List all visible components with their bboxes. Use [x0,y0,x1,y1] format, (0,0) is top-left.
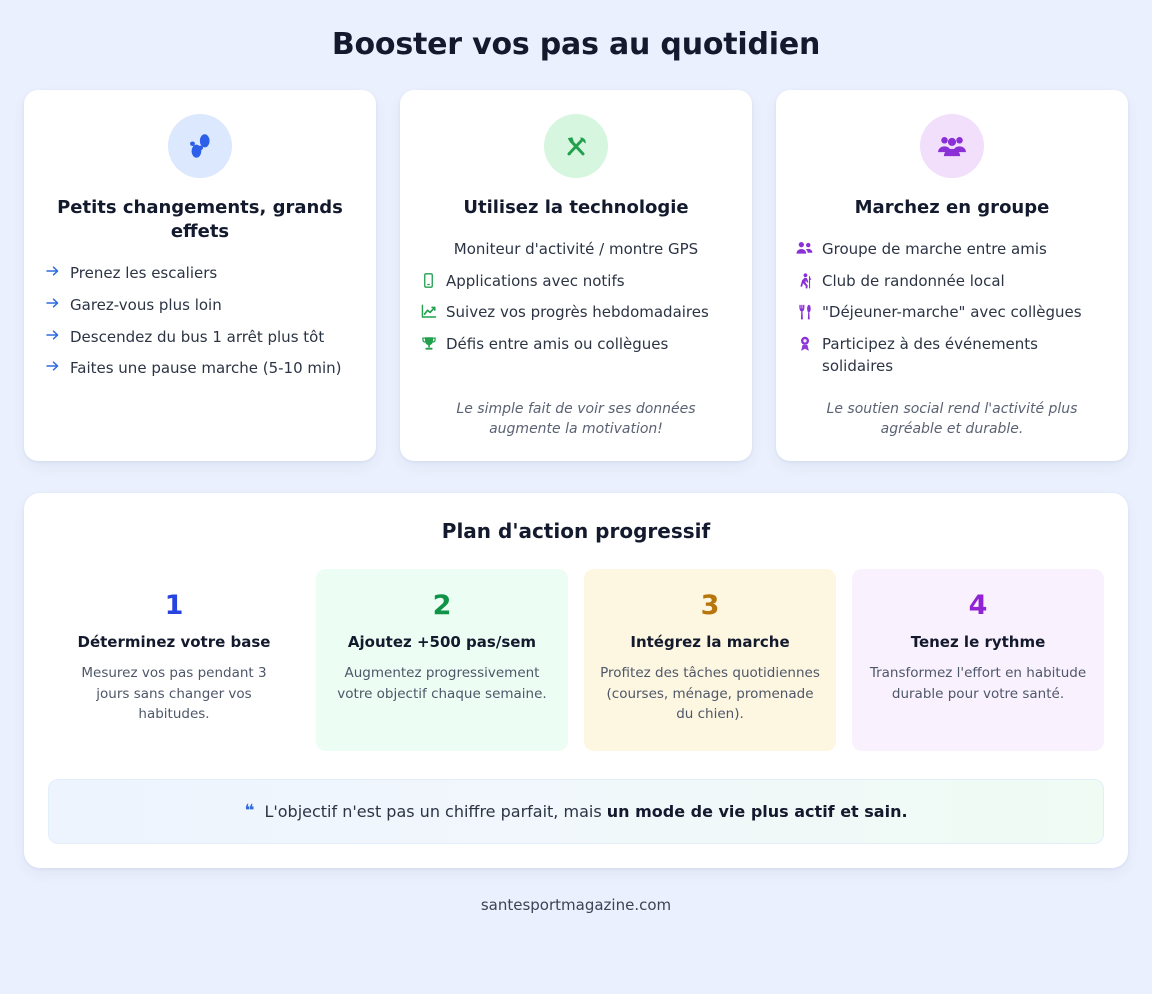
list-item-label: Applications avec notifs [446,271,625,290]
list-item: Moniteur d'activité / montre GPS [420,234,732,266]
step-number: 1 [164,590,184,622]
arrow-right-icon [44,327,61,341]
list-item: Prenez les escaliers [44,258,356,290]
list-item-label: Prenez les escaliers [70,264,218,283]
arrow-right-icon [44,263,61,277]
tip-card-technology: Utilisez la technologie Moniteur d'activ… [400,89,752,462]
two-people-icon [796,239,813,255]
list-item: Applications avec notifs [420,266,732,298]
step-number: 2 [432,590,452,622]
list-item-label: "Déjeuner-marche" avec collègues [822,303,1082,322]
list-item-label: Club de randonnée local [822,271,1005,290]
list-item: Participez à des événements solidaires [796,329,1108,383]
step-description: Mesurez vos pas pendant 3 jours sans cha… [81,665,267,723]
quote-banner: ❝ L'objectif n'est pas un chiffre parfai… [48,778,1104,844]
plan-step-4: 4 Tenez le rythme Transformez l'effort e… [852,569,1104,751]
plan-title: Plan d'action progressif [441,519,711,544]
list-item-label: Moniteur d'activité / montre GPS [453,239,699,258]
mobile-phone-icon [420,271,437,288]
list-item: Défis entre amis ou collègues [420,329,732,361]
list-item-label: Faites une pause marche (5-10 min) [70,359,342,378]
list-item-label: Descendez du bus 1 arrêt plus tôt [70,327,325,346]
step-number: 3 [700,590,720,622]
step-description: Transformez l'effort en habitude durable… [869,665,1087,702]
page-title: Booster vos pas au quotidien [331,27,821,62]
plan-step-3: 3 Intégrez la marche Profitez des tâches… [584,569,836,751]
tip-card-small-changes: Petits changements, grands effets Prenez… [24,89,376,462]
quote-open-icon: ❝ [244,800,255,821]
step-heading: Déterminez votre base [77,632,271,651]
plan-step-1: 1 Déterminez votre base Mesurez vos pas … [48,569,300,751]
list-item-label: Garez-vous plus loin [70,295,222,314]
quote-text-plain: L'objectif n'est pas un chiffre parfait,… [264,801,607,821]
chart-increasing-icon [420,302,437,319]
list-item-label: Groupe de marche entre amis [822,239,1047,258]
arrow-right-icon [44,358,61,372]
list-item: Suivez vos progrès hebdomadaires [420,297,732,329]
list-item: Descendez du bus 1 arrêt plus tôt [44,322,356,354]
tips-list: Prenez les escaliers Garez-vous plus loi… [44,258,356,385]
arrow-right-icon [44,295,61,309]
people-group-icon [938,136,966,156]
step-heading: Ajoutez +500 pas/sem [347,632,537,651]
card-title: Utilisez la technologie [463,196,689,218]
step-description: Profitez des tâches quotidiennes (course… [600,665,820,723]
list-item-label: Participez à des événements solidaires [822,335,1038,375]
quote-text-emphasis: un mode de vie plus actif et sain. [606,801,908,821]
footer-source: santesportmagazine.com [480,895,672,914]
card-title: Marchez en groupe [854,196,1050,218]
list-item-label: Défis entre amis ou collègues [446,335,669,354]
step-heading: Tenez le rythme [910,632,1046,651]
list-item: Club de randonnée local [796,266,1108,298]
medal-icon [796,334,813,352]
people-group-icon-circle [920,113,984,178]
list-item-label: Suivez vos progrès hebdomadaires [446,303,709,322]
step-heading: Intégrez la marche [630,632,790,651]
hammer-and-wrench-icon-circle [544,113,608,178]
list-item: Faites une pause marche (5-10 min) [44,353,356,385]
card-note: Le soutien social rend l'activité plus a… [826,400,1078,437]
tip-card-group-walking: Marchez en groupe Groupe de marche entre… [776,89,1128,462]
action-plan-panel: Plan d'action progressif 1 Déterminez vo… [24,493,1128,868]
hiking-person-icon [796,271,813,289]
list-item: Garez-vous plus loin [44,290,356,322]
card-title: Petits changements, grands effets [57,196,343,242]
plan-step-2: 2 Ajoutez +500 pas/sem Augmentez progres… [316,569,568,751]
tips-cards-row: Petits changements, grands effets Prenez… [24,89,1128,462]
step-number: 4 [968,590,988,622]
card-note: Le simple fait de voir ses données augme… [456,400,696,437]
quote-text: L'objectif n'est pas un chiffre parfait,… [264,802,907,821]
list-item: "Déjeuner-marche" avec collègues [796,297,1108,329]
trophy-icon [420,334,437,351]
list-item: Groupe de marche entre amis [796,234,1108,266]
footprints-icon [190,133,210,158]
plan-steps-row: 1 Déterminez votre base Mesurez vos pas … [48,569,1104,751]
footprints-icon-circle [168,113,232,178]
hammer-and-wrench-icon [567,136,586,155]
tips-list: Moniteur d'activité / montre GPS Applica… [420,234,732,361]
tips-list: Groupe de marche entre amis Club de rand… [796,234,1108,383]
step-description: Augmentez progressivement votre objectif… [337,665,547,702]
fork-and-knife-icon [796,302,813,320]
